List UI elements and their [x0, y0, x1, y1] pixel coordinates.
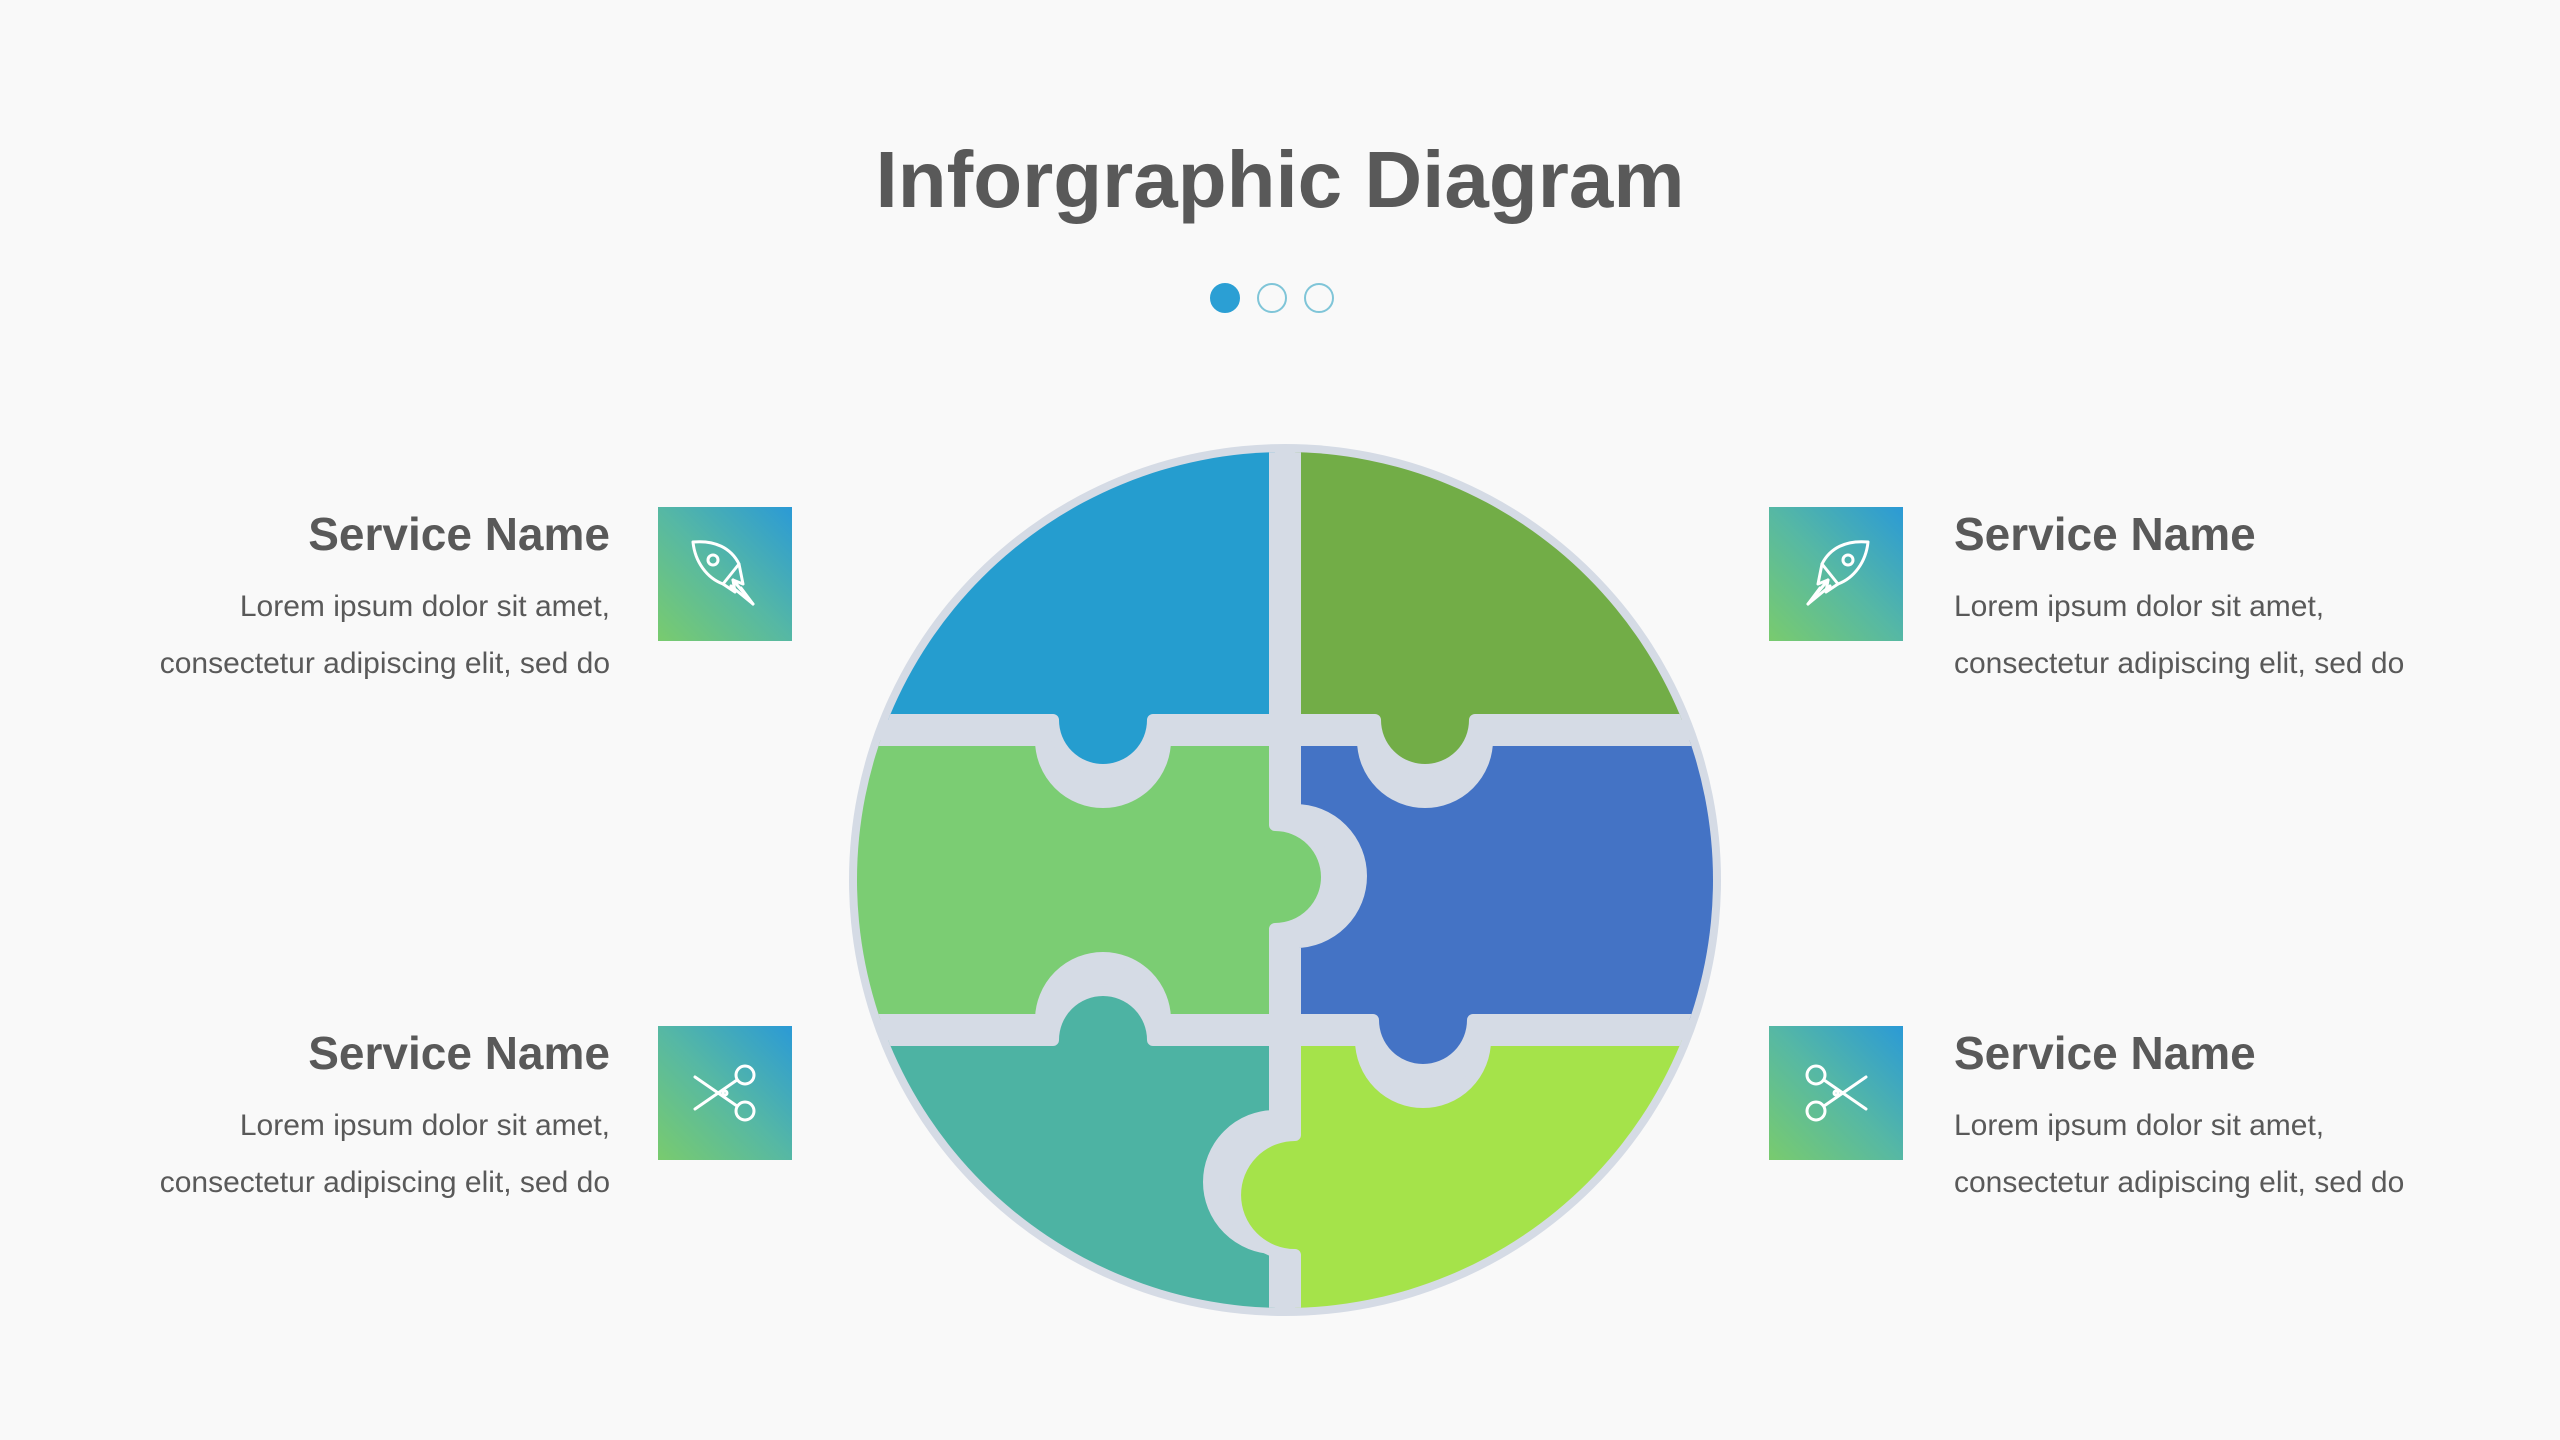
pagination-dot-2[interactable]	[1257, 283, 1287, 313]
service-icon-box-bottom-left[interactable]	[658, 1026, 792, 1160]
scissors-icon	[1805, 1064, 1868, 1122]
puzzle-piece-bottom-right[interactable]	[1229, 1034, 1725, 1320]
pagination-dot-1[interactable]	[1210, 283, 1240, 313]
puzzle-piece-bottom-left[interactable]	[845, 984, 1281, 1320]
service-desc-line2-top-right: consectetur adipiscing elit, sed do	[1954, 647, 2405, 680]
puzzle-circle-diagram	[845, 440, 1725, 1320]
service-desc-line1-top-right: Lorem ipsum dolor sit amet,	[1954, 590, 2325, 623]
pagination-dot-3[interactable]	[1304, 283, 1334, 313]
puzzle-piece-top-right[interactable]	[1289, 440, 1725, 776]
service-desc-line1-bottom-right: Lorem ipsum dolor sit amet,	[1954, 1109, 2325, 1142]
service-title-top-left: Service Name	[308, 508, 610, 560]
rocket-icon	[691, 540, 755, 606]
puzzle-piece-top-left[interactable]	[845, 440, 1281, 776]
service-title-bottom-right: Service Name	[1954, 1027, 2256, 1079]
service-desc-line2-bottom-left: consectetur adipiscing elit, sed do	[159, 1166, 610, 1199]
slide-title: Inforgraphic Diagram	[875, 135, 1685, 224]
service-desc-line1-bottom-left: Lorem ipsum dolor sit amet,	[239, 1109, 610, 1142]
service-title-top-right: Service Name	[1954, 508, 2256, 560]
puzzle-piece-middle-right[interactable]	[1289, 734, 1725, 1076]
scissors-icon	[693, 1064, 756, 1122]
pagination-dots	[1210, 283, 1350, 317]
service-icon-box-bottom-right[interactable]	[1769, 1026, 1903, 1160]
puzzle-piece-middle-left[interactable]	[845, 734, 1333, 1026]
service-icon-box-top-left[interactable]	[658, 507, 792, 641]
service-desc-line2-top-left: consectetur adipiscing elit, sed do	[159, 647, 610, 680]
rocket-icon	[1806, 540, 1870, 606]
service-icon-box-top-right[interactable]	[1769, 507, 1903, 641]
service-desc-line1-top-left: Lorem ipsum dolor sit amet,	[239, 590, 610, 623]
service-title-bottom-left: Service Name	[308, 1027, 610, 1079]
service-desc-line2-bottom-right: consectetur adipiscing elit, sed do	[1954, 1166, 2405, 1199]
